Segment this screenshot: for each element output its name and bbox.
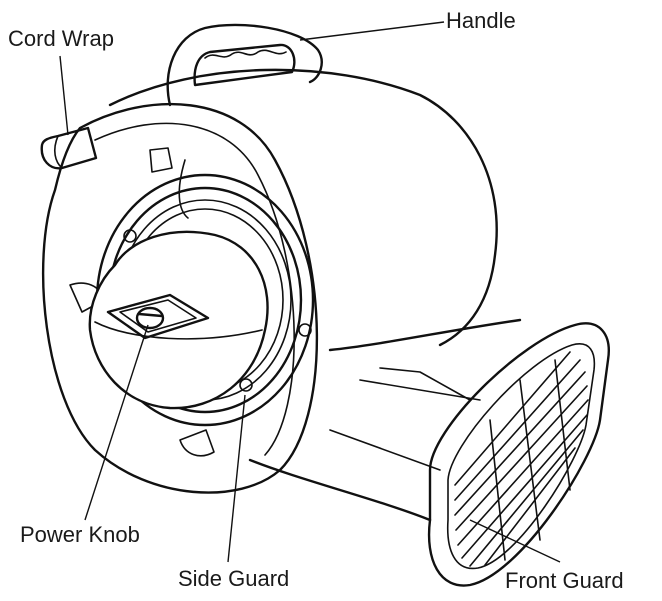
handle (168, 25, 322, 105)
label-cord-wrap: Cord Wrap (8, 28, 114, 50)
label-front-guard: Front Guard (505, 570, 624, 592)
label-power-knob: Power Knob (20, 524, 140, 546)
front-guard (429, 323, 609, 585)
label-side-guard: Side Guard (178, 568, 289, 590)
label-handle: Handle (446, 10, 516, 32)
front-guard-grille (455, 352, 588, 566)
